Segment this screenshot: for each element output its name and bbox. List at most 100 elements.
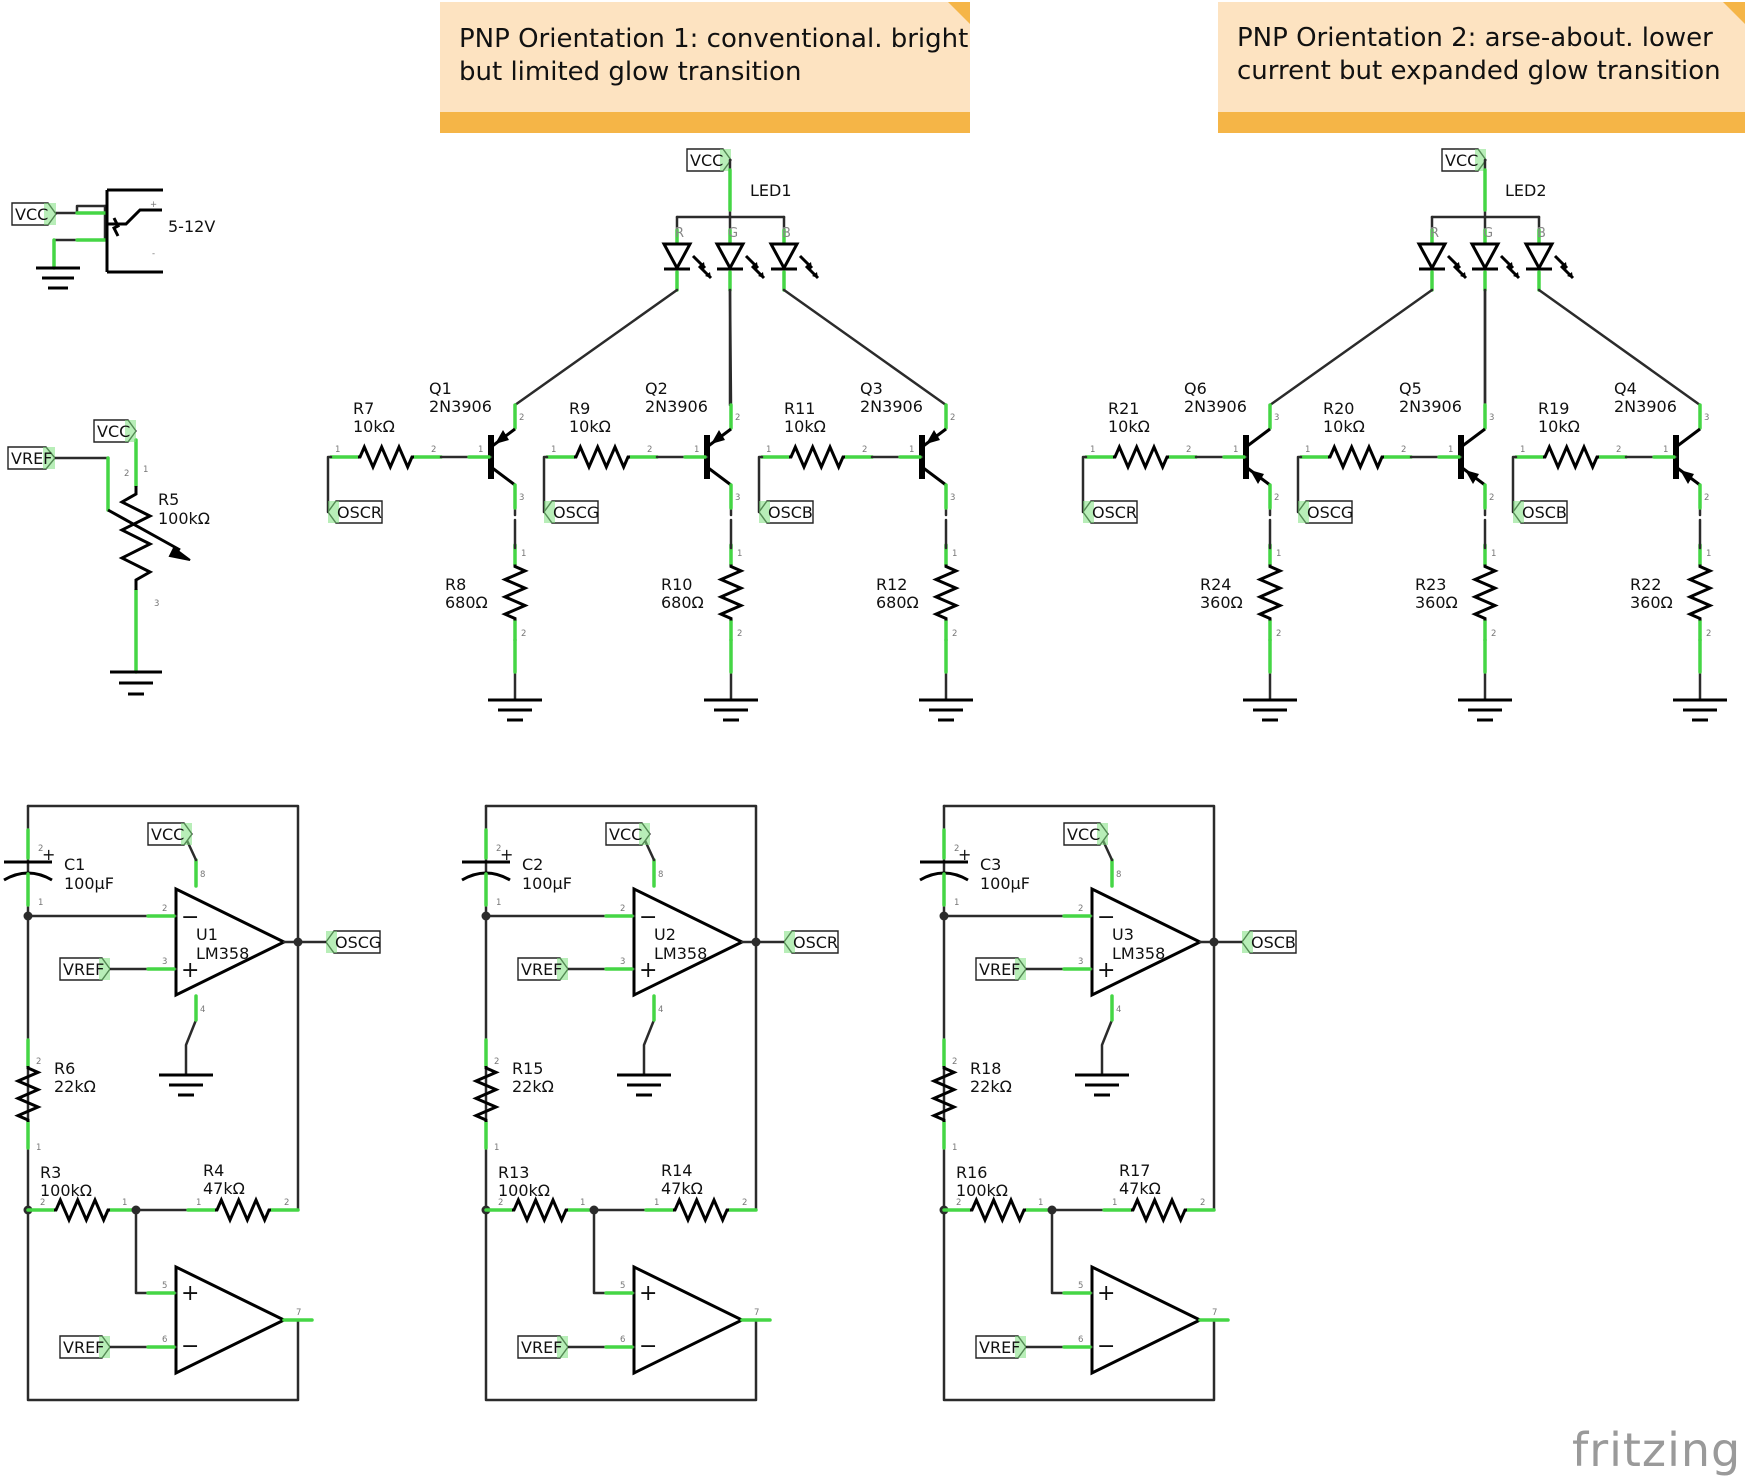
net-label-vcc[interactable]: VCC: [93, 419, 137, 443]
opamp-second-stage[interactable]: +−: [632, 1264, 746, 1376]
svg-text:7: 7: [296, 1308, 301, 1318]
svg-text:2: 2: [952, 1057, 957, 1067]
resistor-name: R14: [661, 1161, 692, 1180]
resistor-name: R13: [498, 1163, 529, 1182]
base-resistor[interactable]: [1299, 443, 1413, 471]
svg-text:−: −: [639, 905, 657, 930]
load-resistor[interactable]: [501, 543, 529, 642]
net-label-vref[interactable]: VREF: [975, 1335, 1027, 1359]
transistor-type: 2N3906: [645, 397, 708, 416]
capacitor-name: C1: [64, 855, 85, 874]
note-orientation-1[interactable]: PNP Orientation 1: conventional. bright …: [440, 2, 970, 133]
opamp-second-stage[interactable]: +−: [1090, 1264, 1204, 1376]
led-r[interactable]: [661, 228, 713, 292]
svg-text:3: 3: [1078, 957, 1083, 967]
note-line-2: current but expanded glow transition: [1237, 56, 1721, 86]
svg-text:5: 5: [1078, 1281, 1083, 1291]
net-label-osc[interactable]: OSCB: [1241, 930, 1297, 954]
svg-text:1: 1: [1305, 445, 1310, 455]
net-label-osc[interactable]: OSCG: [543, 500, 599, 524]
svg-text:1: 1: [1090, 445, 1095, 455]
svg-text:+: +: [42, 845, 55, 864]
resistor-name: R19: [1538, 399, 1569, 418]
feedback-resistor[interactable]: [1102, 1196, 1216, 1224]
net-label-text: VREF: [11, 449, 52, 468]
net-label-vcc[interactable]: VCC: [147, 822, 193, 846]
resistor-name: R4: [203, 1161, 224, 1180]
resistor-value: 47kΩ: [203, 1179, 245, 1198]
base-resistor[interactable]: [1084, 443, 1198, 471]
net-label-osc[interactable]: OSCB: [1512, 500, 1568, 524]
note-orientation-2[interactable]: PNP Orientation 2: arse-about. lower cur…: [1218, 2, 1745, 133]
net-label-vcc[interactable]: VCC: [605, 822, 651, 846]
load-resistor[interactable]: [1256, 543, 1284, 642]
minus-label: -: [152, 249, 155, 259]
load-resistor[interactable]: [1686, 543, 1714, 642]
potentiometer-r5[interactable]: 1 2 3 R5 100kΩ VREF VCC: [7, 419, 210, 696]
svg-text:2: 2: [1489, 493, 1494, 503]
led-pin-label: R: [675, 226, 684, 241]
net-label-vref[interactable]: VREF: [59, 1335, 111, 1359]
power-jack[interactable]: + - 5-12V VCC: [11, 188, 215, 290]
svg-text:2: 2: [38, 844, 43, 854]
base-resistor[interactable]: [545, 443, 659, 471]
led-g[interactable]: [714, 228, 766, 292]
svg-text:2: 2: [496, 844, 501, 854]
net-label-vcc[interactable]: VCC: [1063, 822, 1109, 846]
net-label-vcc[interactable]: VCC: [686, 148, 732, 172]
load-resistor[interactable]: [932, 543, 960, 642]
net-label-osc[interactable]: OSCG: [1297, 500, 1353, 524]
base-resistor[interactable]: [329, 443, 443, 471]
net-label-vcc[interactable]: VCC: [1441, 148, 1487, 172]
timing-resistor[interactable]: [472, 1038, 500, 1150]
net-label-vref[interactable]: VREF: [517, 1335, 569, 1359]
net-label-osc[interactable]: OSCB: [758, 500, 814, 524]
svg-text:1: 1: [766, 445, 771, 455]
net-label-osc[interactable]: OSCR: [1082, 500, 1138, 524]
ground-symbol: [617, 1073, 671, 1097]
led-r[interactable]: [1416, 228, 1468, 292]
led-b[interactable]: [768, 228, 820, 292]
base-resistor[interactable]: [760, 443, 874, 471]
svg-text:2: 2: [735, 413, 740, 423]
resistor-value: 22kΩ: [512, 1077, 554, 1096]
base-resistor[interactable]: [1514, 443, 1628, 471]
feedback-resistor[interactable]: [186, 1196, 300, 1224]
load-resistor[interactable]: [1471, 543, 1499, 642]
net-label-vref[interactable]: VREF: [517, 957, 569, 981]
load-resistor[interactable]: [717, 543, 745, 642]
svg-text:2: 2: [954, 844, 959, 854]
net-label-osc[interactable]: OSCR: [783, 930, 839, 954]
net-label-text: OSCB: [1522, 503, 1567, 522]
resistor-name: R15: [512, 1059, 543, 1078]
resistor-name: R6: [54, 1059, 75, 1078]
net-label-vcc[interactable]: VCC: [11, 202, 57, 226]
feedback-resistor[interactable]: [644, 1196, 758, 1224]
net-label-vref[interactable]: VREF: [59, 957, 111, 981]
led-g[interactable]: [1469, 228, 1521, 292]
svg-text:1: 1: [1233, 445, 1238, 455]
timing-resistor[interactable]: [14, 1038, 42, 1150]
net-label-text: VREF: [63, 1338, 104, 1357]
svg-text:1: 1: [909, 445, 914, 455]
net-label-osc[interactable]: OSCR: [327, 500, 383, 524]
resistor-name: R24: [1200, 575, 1231, 594]
net-label-osc[interactable]: OSCG: [325, 930, 381, 954]
opamp-second-stage[interactable]: +−: [174, 1264, 288, 1376]
resistor-value: 10kΩ: [1538, 417, 1580, 436]
net-label-vref[interactable]: VREF: [7, 446, 56, 470]
svg-text:6: 6: [162, 1335, 167, 1345]
resistor-name: R17: [1119, 1161, 1150, 1180]
led-pin-label: B: [782, 226, 791, 241]
led-b[interactable]: [1523, 228, 1575, 292]
timing-resistor[interactable]: [930, 1038, 958, 1150]
svg-text:2: 2: [431, 445, 436, 455]
net-label-vref[interactable]: VREF: [975, 957, 1027, 981]
